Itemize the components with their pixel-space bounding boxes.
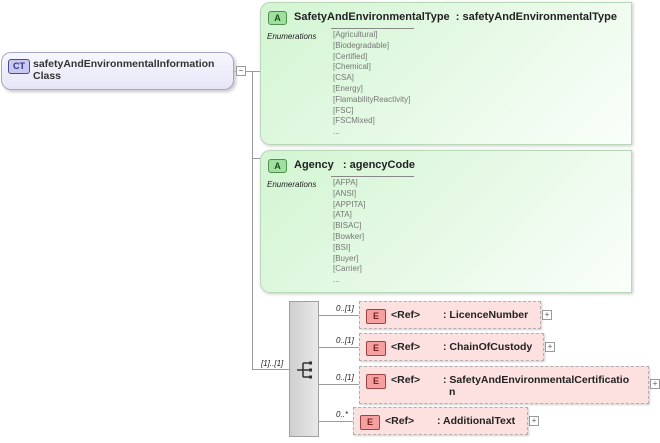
connector-el-3 xyxy=(319,384,359,385)
element-name: : ChainOfCustody xyxy=(443,341,533,353)
enum-value: [BSI] xyxy=(333,242,351,252)
attribute-badge: A xyxy=(268,11,287,25)
expand-button[interactable]: + xyxy=(529,416,539,426)
enum-value: [Chemical] xyxy=(333,62,371,72)
element-ref-additional-text[interactable]: E <Ref> : AdditionalText xyxy=(353,407,528,435)
attribute-box-safety-type[interactable]: A SafetyAndEnvironmentalType : safetyAnd… xyxy=(260,2,632,145)
enum-value: [CSA] xyxy=(333,73,354,83)
sequence-icon xyxy=(297,361,312,379)
connector-el-1 xyxy=(319,315,359,316)
element-name: : LicenceNumber xyxy=(443,309,529,321)
complex-type-badge: CT xyxy=(8,59,30,74)
complex-type-box[interactable]: CT safetyAndEnvironmentalInformation Cla… xyxy=(1,52,234,90)
connector-trunk xyxy=(252,71,253,370)
element-badge: E xyxy=(366,341,386,356)
expand-button[interactable]: + xyxy=(650,379,660,389)
enumerations-divider xyxy=(331,28,414,29)
element-badge: E xyxy=(360,415,380,430)
element-ref-licence-number[interactable]: E <Ref> : LicenceNumber xyxy=(359,301,541,329)
enum-value: [Certified] xyxy=(333,51,368,61)
attribute-title: SafetyAndEnvironmentalType : safetyAndEn… xyxy=(294,11,617,23)
enum-value: [Carrier] xyxy=(333,264,362,274)
enum-value: [ANSI] xyxy=(333,188,357,198)
sequence-cardinality: [1]..[1] xyxy=(261,359,284,368)
expand-button[interactable]: + xyxy=(542,310,552,320)
enum-value: [AFPA] xyxy=(333,178,358,187)
enum-value: [Biodegradable] xyxy=(333,40,390,50)
element-ref-label: <Ref> xyxy=(391,341,421,353)
attribute-header: A Agency : agencyCode xyxy=(265,155,627,173)
element-ref-label: <Ref> xyxy=(385,415,415,427)
connector-el-4 xyxy=(319,421,353,422)
enum-value: [APPITA] xyxy=(333,199,366,209)
complex-type-title: safetyAndEnvironmentalInformation Class xyxy=(33,58,215,82)
element-ref-chain-of-custody[interactable]: E <Ref> : ChainOfCustody xyxy=(359,333,544,361)
enum-value: [Bowker] xyxy=(333,231,365,241)
expand-button[interactable]: + xyxy=(545,342,555,352)
enum-value: ... xyxy=(333,275,340,285)
element-cardinality: 0..[1] xyxy=(336,373,354,382)
element-name-line-1: : SafetyAndEnvironmentalCertificatio xyxy=(443,374,630,386)
element-ref-label: <Ref> xyxy=(391,309,421,321)
element-name: : AdditionalText xyxy=(437,415,516,427)
enum-value: [ATA] xyxy=(333,210,352,220)
element-cardinality: 0..* xyxy=(336,410,349,419)
enum-value: [Energy] xyxy=(333,83,363,93)
connector-sequence xyxy=(252,369,289,370)
element-cardinality: 0..[1] xyxy=(336,336,354,345)
enum-value: [Agricultural] xyxy=(333,30,378,39)
enumerations-label: Enumerations xyxy=(267,180,317,189)
enumeration-list: [Agricultural] [Biodegradable] [Certifie… xyxy=(333,30,410,138)
element-badge: E xyxy=(366,309,386,324)
attribute-box-agency[interactable]: A Agency : agencyCode Enumerations [AFPA… xyxy=(260,150,632,293)
sequence-compositor[interactable] xyxy=(289,301,319,437)
enum-value: [FlamabilityReactivity] xyxy=(333,94,411,104)
enum-value: [BISAC] xyxy=(333,221,362,231)
collapse-button[interactable]: − xyxy=(236,66,246,76)
element-ref-safety-certification[interactable]: E <Ref> : SafetyAndEnvironmentalCertific… xyxy=(359,366,649,404)
attribute-badge: A xyxy=(268,159,287,173)
attribute-header: A SafetyAndEnvironmentalType : safetyAnd… xyxy=(265,7,627,25)
element-name-line-2: n xyxy=(449,386,456,398)
connector-attr-2 xyxy=(252,158,260,159)
enum-value: ... xyxy=(333,127,340,137)
element-ref-label: <Ref> xyxy=(391,374,421,386)
element-badge: E xyxy=(366,374,386,389)
connector-el-2 xyxy=(319,347,359,348)
enumeration-list: [AFPA] [ANSI] [APPITA] [ATA] [BISAC] [Bo… xyxy=(333,178,365,286)
enum-value: [FSC] xyxy=(333,105,354,115)
enumerations-divider xyxy=(331,176,414,177)
enumerations-label: Enumerations xyxy=(267,32,317,41)
attribute-title: Agency : agencyCode xyxy=(294,159,416,171)
enum-value: [FSCMixed] xyxy=(333,116,375,126)
element-cardinality: 0..[1] xyxy=(336,304,354,313)
connector-attr-1 xyxy=(252,71,260,72)
enum-value: [Buyer] xyxy=(333,253,359,263)
